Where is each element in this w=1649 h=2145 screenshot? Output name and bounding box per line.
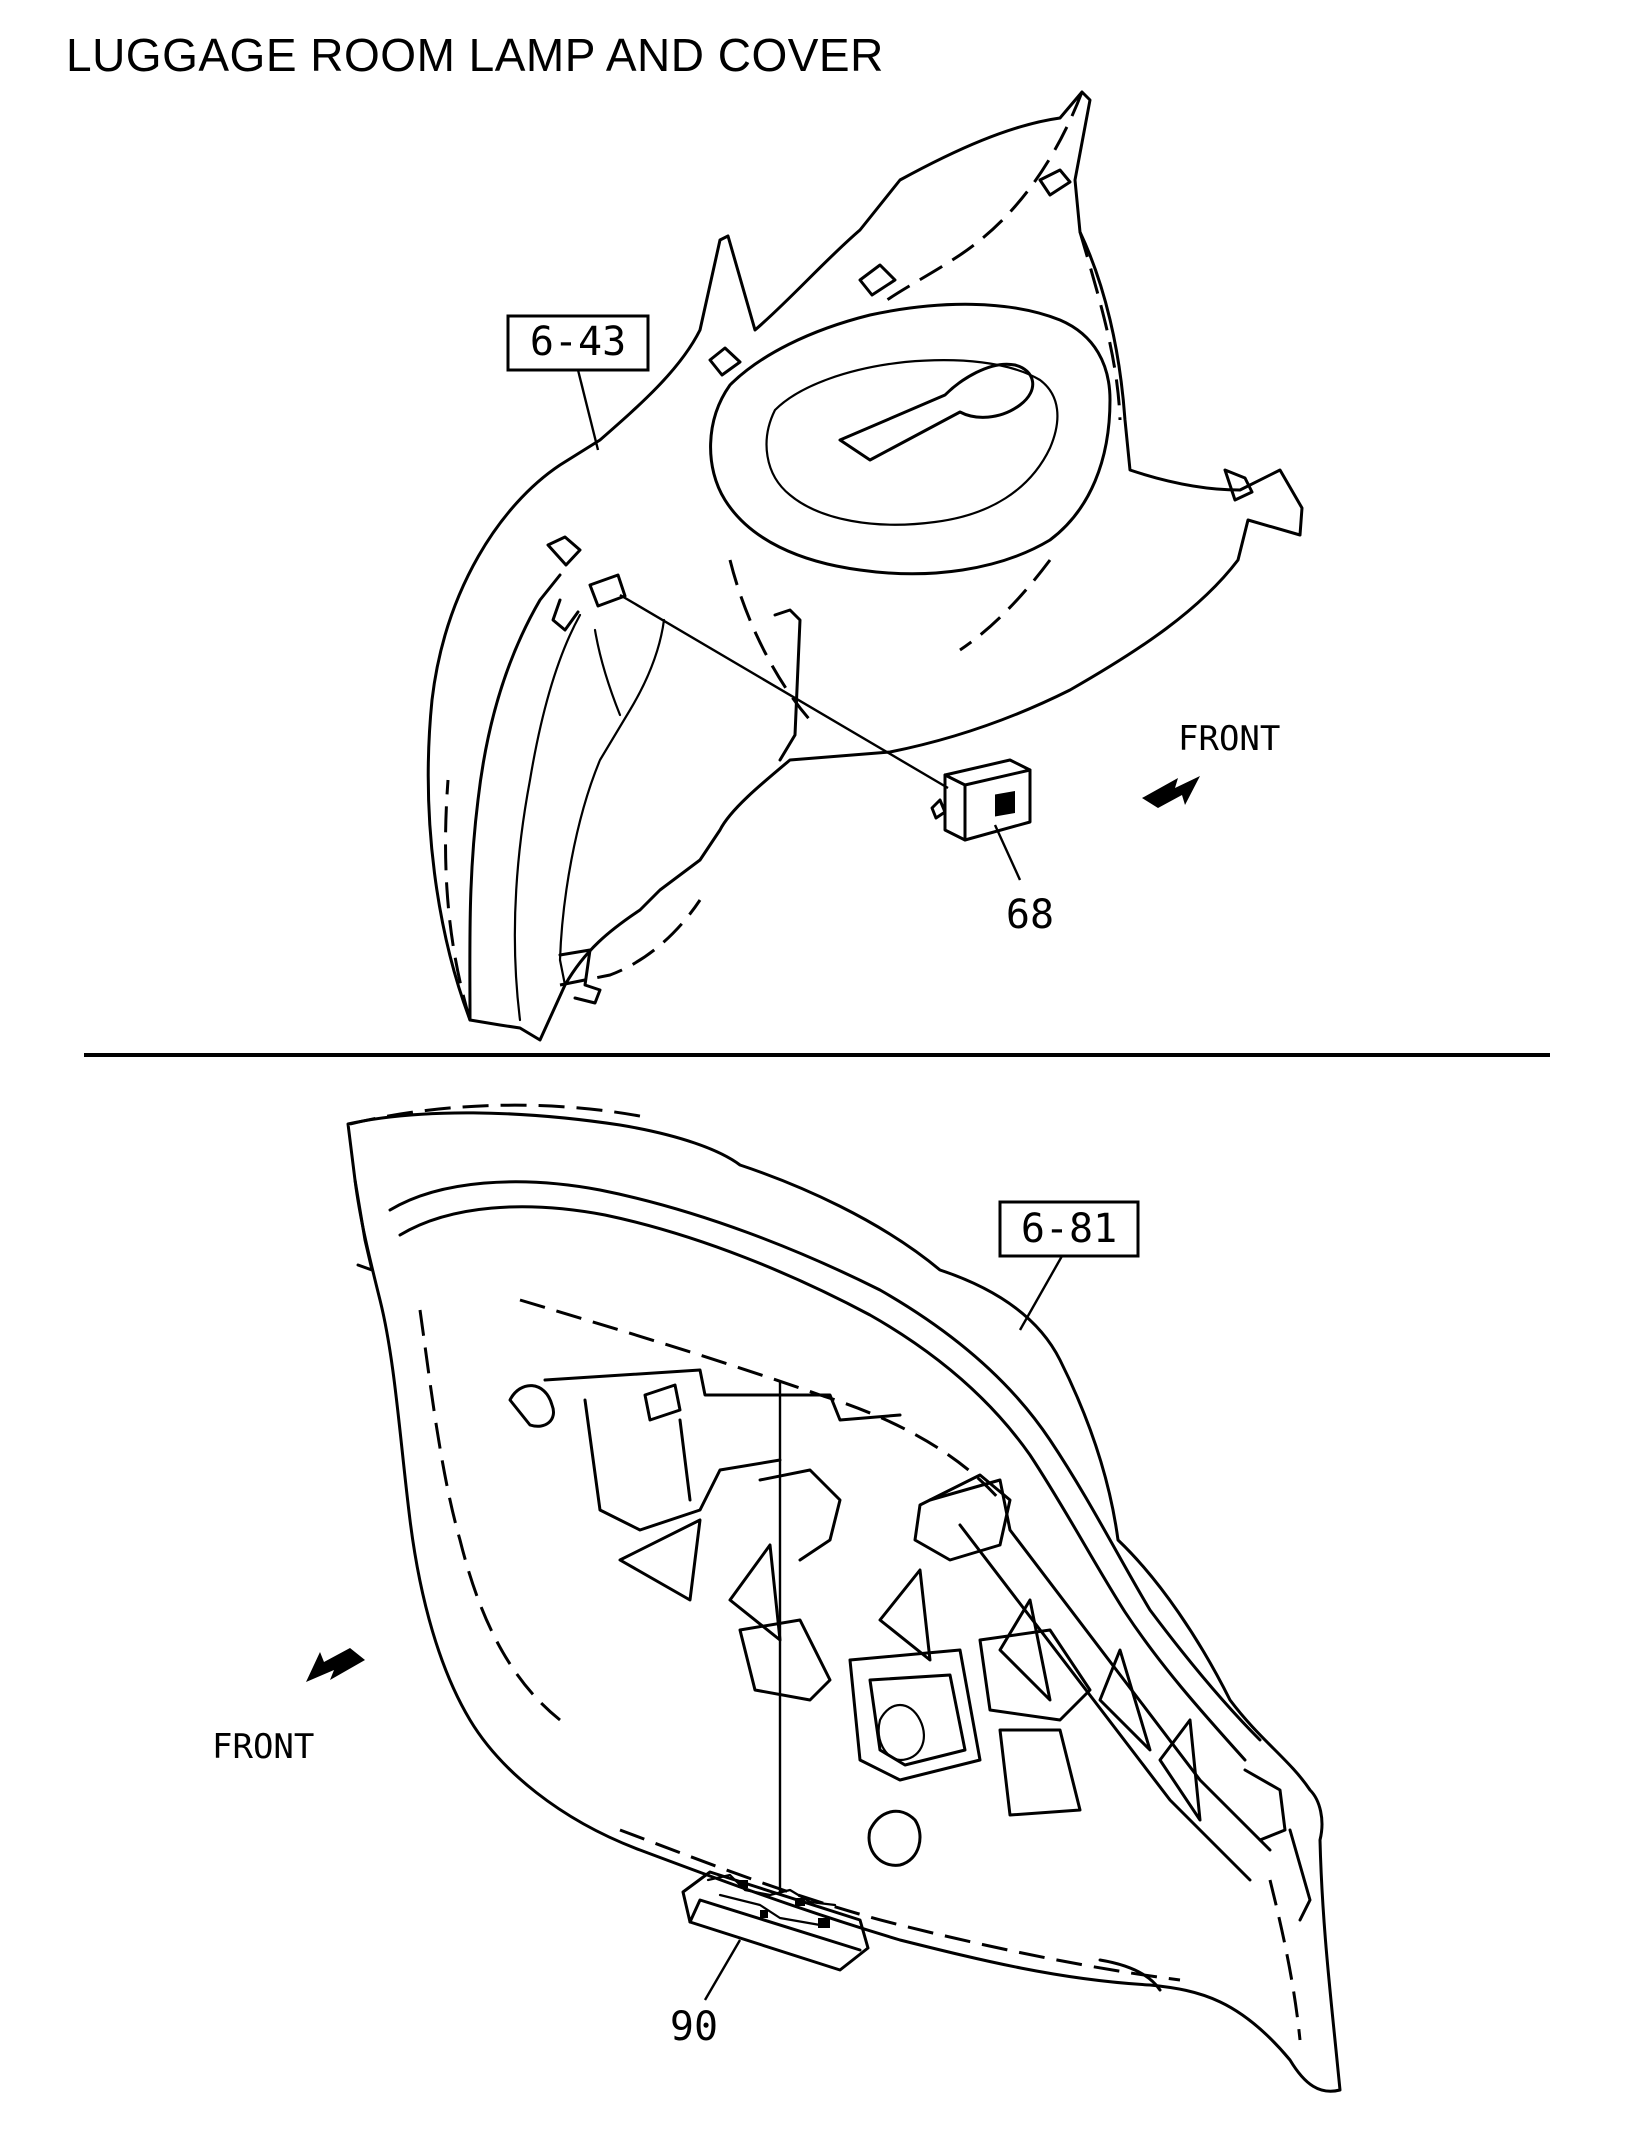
ref-label-6-43-text: 6-43 bbox=[530, 319, 626, 365]
trunk-lid-inner-panel bbox=[346, 1103, 1342, 2093]
part-number-90: 90 bbox=[670, 2004, 718, 2050]
ref-label-6-43-leader bbox=[576, 369, 600, 451]
luggage-room-lamp-part bbox=[930, 758, 1032, 842]
ref-label-6-81-text: 6-81 bbox=[1021, 1206, 1117, 1252]
part-68-leader bbox=[993, 824, 1022, 881]
part-90-leader bbox=[703, 1939, 742, 2001]
luggage-side-trim-panel bbox=[426, 90, 1304, 1042]
front-arrow-icon-top bbox=[1142, 776, 1200, 808]
front-label-top: FRONT bbox=[1178, 719, 1280, 759]
ref-label-6-81-leader bbox=[1018, 1255, 1064, 1331]
part-number-68: 68 bbox=[1006, 892, 1054, 938]
ref-label-6-81: 6-81 bbox=[998, 1200, 1140, 1258]
front-arrow-icon-bottom bbox=[306, 1648, 365, 1682]
front-label-bottom: FRONT bbox=[212, 1727, 314, 1767]
lamp-mount-leader-line bbox=[619, 593, 949, 790]
ref-label-6-43: 6-43 bbox=[506, 314, 650, 372]
page-title: LUGGAGE ROOM LAMP AND COVER bbox=[66, 29, 884, 81]
trunk-room-lamp-part bbox=[681, 1870, 870, 1972]
